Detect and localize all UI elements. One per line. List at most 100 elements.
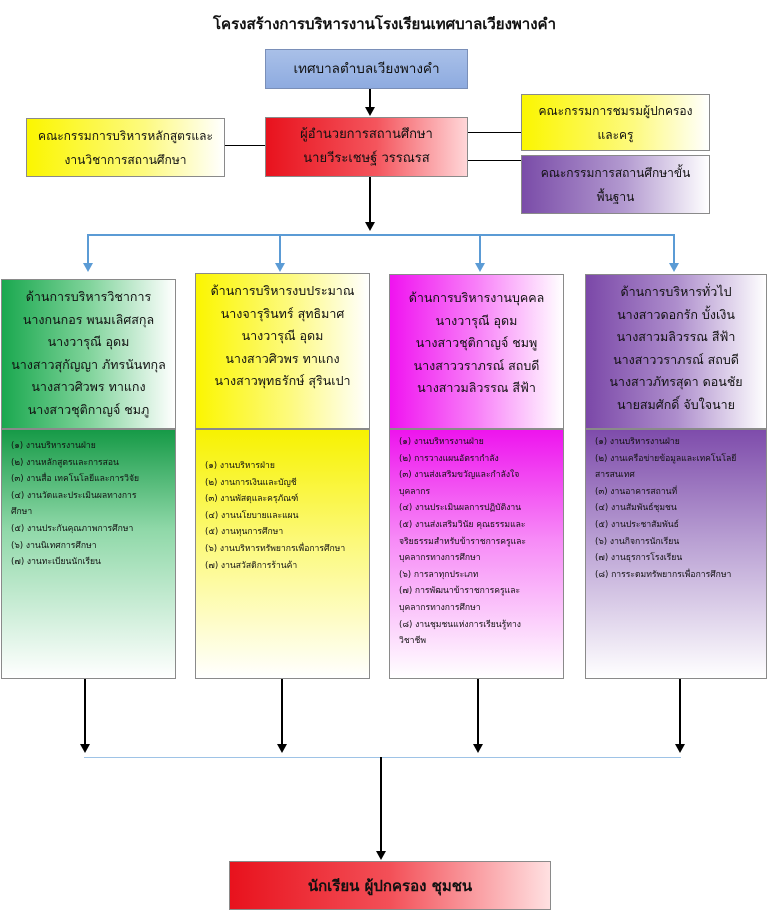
task-item: (๑) งานบริหารงานฝ่าย [595, 437, 680, 447]
dept-member: นางสาวมลิวรรณ สีฟ้า [616, 329, 736, 344]
dept-title: ด้านการบริหารงานบุคคล [408, 290, 545, 305]
task-item: (๕) งานประกันคุณภาพการศึกษา [11, 523, 134, 534]
dept-title: ด้านการบริหารทั่วไป [620, 284, 732, 299]
task-item: ศึกษา [11, 507, 33, 518]
arrow-down-icon [80, 744, 90, 753]
dept-member: นางสาวชุติกาญจ์ ชมพู [415, 335, 538, 350]
task-item: จริยธรรมสำหรับข้าราชการครูและ [399, 536, 527, 547]
director-name: นายวีระเชษฐ์ วรรณรส [303, 151, 430, 166]
task-item: (๓) งานพัสดุและครุภัณฑ์ [205, 494, 299, 505]
task-item: (๖) งานนิเทศการศึกษา [11, 540, 97, 551]
parents-committee-box: คณะกรรมการชมรมผู้ปกครอง และครู [521, 94, 710, 151]
dept-member: นางสาวมลิวรรณ สีฟ้า [417, 380, 536, 395]
task-item: (๓) งานอาคารสถานที่ [595, 486, 678, 497]
connector-line [468, 132, 521, 133]
budget-dept-tasks: (๑) งานบริหารฝ่าย (๒) งานการเงินและบัญชี… [195, 429, 370, 679]
arrow-down-icon [83, 263, 93, 272]
connector-line [679, 679, 681, 745]
task-item: (๖) การลาทุกประเภท [399, 569, 479, 580]
school-board-box: คณะกรรมการสถานศึกษาขั้น พื้นฐาน [521, 155, 710, 214]
distribution-line [87, 234, 675, 236]
task-item: (๔) งานวัดและประเมินผลทางการ [11, 490, 137, 501]
stakeholders-label: นักเรียน ผู้ปกครอง ชุมชน [307, 876, 473, 895]
director-box: ผู้อำนวยการสถานศึกษา นายวีระเชษฐ์ วรรณรส [265, 117, 468, 177]
task-item: (๗) งานสวัสดิการร้านค้า [205, 560, 298, 571]
personnel-dept-header: ด้านการบริหารงานบุคคล นางวารุณี อุดม นาง… [389, 274, 564, 429]
budget-dept-header: ด้านการบริหารงบประมาณ นางจารุรินทร์ สุทธ… [195, 273, 370, 429]
dept-member: นางวารุณี อุดม [241, 328, 324, 343]
arrow-down-icon [365, 222, 375, 231]
connector-line [673, 234, 675, 264]
task-item: (๒) งานหลักสูตรและการสอน [11, 457, 119, 468]
task-item: (๗) งานทะเบียนนักเรียน [11, 557, 101, 568]
stakeholders-box: นักเรียน ผู้ปกครอง ชุมชน [229, 861, 551, 910]
task-item: (๖) งานบริหารทรัพยากรเพื่อการศึกษา [205, 543, 346, 554]
task-item: บุคลากร [399, 486, 431, 497]
task-item: (๔) งานประเมินผลการปฏิบัติงาน [399, 503, 522, 514]
dept-member: นางสาววราภรณ์ สถบดี [413, 357, 540, 373]
task-item: (๗) งานธุรการโรงเรียน [595, 553, 683, 564]
dept-member: นางวารุณี อุดม [47, 334, 130, 349]
task-item: (๒) งานการเงินและบัญชี [205, 477, 297, 488]
curriculum-committee-line2: งานวิชาการสถานศึกษา [64, 152, 187, 167]
arrow-down-icon [669, 263, 679, 272]
task-item: (๔) งานสัมพันธ์ชุมชน [595, 503, 677, 514]
task-item: (๓) งานสื่อ เทคโนโลยีและการวิจัย [11, 474, 140, 485]
connector-line [369, 177, 371, 223]
task-item: วิชาชีพ [399, 636, 426, 647]
personnel-dept-tasks: (๑) งานบริหารงานฝ่าย (๒) การวางแผนอัตราก… [389, 429, 564, 679]
curriculum-committee-box: คณะกรรมการบริหารหลักสูตรและ งานวิชาการสถ… [26, 118, 225, 177]
academic-dept-header: ด้านการบริหารวิชาการ นางกนกอร พนมเลิศสกุ… [1, 279, 176, 429]
connector-line [468, 160, 521, 161]
connector-line [279, 234, 281, 264]
curriculum-committee-line1: คณะกรรมการบริหารหลักสูตรและ [38, 128, 213, 143]
task-item: (๑) งานบริหารงานฝ่าย [11, 441, 96, 451]
task-item: (๗) การพัฒนาข้าราชการครูและ [399, 586, 521, 597]
municipality-box: เทศบาลตำบลเวียงพางคำ [265, 49, 468, 89]
task-item: (๔) งานนโยบายและแผน [205, 510, 299, 521]
general-dept-tasks: (๑) งานบริหารงานฝ่าย (๒) งานเครือข่ายข้อ… [585, 429, 767, 679]
school-board-line2: พื้นฐาน [596, 189, 635, 204]
dept-member: นางสาวชุติกาญจ์ ชมภู [27, 401, 150, 417]
dept-member: นางสาวภัทรสุดา ดอนชัย [609, 374, 743, 389]
arrow-down-icon [376, 851, 386, 860]
connector-line [477, 679, 479, 745]
arrow-down-icon [675, 744, 685, 753]
task-item: (๖) งานกิจการนักเรียน [595, 536, 680, 547]
arrow-down-icon [277, 744, 287, 753]
dept-member: นางสาวดอกรัก บั้งเงิน [617, 306, 735, 322]
dept-member: นางสาวศิวพร ทาแกง [225, 350, 340, 366]
chart-title: โครงสร้างการบริหารงานโรงเรียนเทศบาลเวียง… [212, 15, 557, 33]
task-item: บุคลากรทางการศึกษา [399, 602, 481, 613]
task-item: (๘) งานชุมชนแห่งการเรียนรู้ทาง [399, 619, 521, 630]
task-item: (๕) งานประชาสัมพันธ์ [595, 519, 679, 530]
academic-dept-tasks: (๑) งานบริหารงานฝ่าย (๒) งานหลักสูตรและก… [1, 429, 176, 679]
director-role: ผู้อำนวยการสถานศึกษา [300, 127, 433, 142]
dept-member: นางจารุรินทร์ สุทธิมาศ [220, 305, 345, 321]
dept-member: นางสาวสุกัญญา ภัทรนันทกุล [11, 356, 166, 372]
task-item: (๕) งานส่งเสริมวินัย คุณธรรมและ [399, 519, 526, 530]
dept-member: นางวารุณี อุดม [435, 312, 518, 328]
dept-member: นางกนกอร พนมเลิศสกุล [22, 311, 155, 327]
dept-title: ด้านการบริหารวิชาการ [25, 289, 152, 304]
municipality-label: เทศบาลตำบลเวียงพางคำ [293, 61, 440, 77]
connector-line [87, 234, 89, 264]
task-item: (๑) งานบริหารงานฝ่าย [399, 437, 484, 447]
general-dept-header: ด้านการบริหารทั่วไป นางสาวดอกรัก บั้งเงิ… [585, 274, 767, 429]
connector-line [225, 145, 265, 146]
parents-committee-line1: คณะกรรมการชมรมผู้ปกครอง [538, 103, 693, 118]
connector-line [84, 679, 86, 745]
task-item: (๒) การวางแผนอัตรากำลัง [399, 453, 499, 464]
connector-line [281, 679, 283, 745]
task-item: (๘) การระดมทรัพยากรเพื่อการศึกษา [595, 569, 732, 580]
arrow-down-icon [365, 107, 375, 116]
arrow-down-icon [473, 744, 483, 753]
dept-member: นางสาวศิวพร ทาแกง [31, 379, 146, 394]
school-board-line1: คณะกรรมการสถานศึกษาขั้น [540, 165, 691, 180]
connector-line [369, 89, 371, 108]
collector-line [84, 757, 681, 758]
task-item: (๓) งานส่งเสริมขวัญและกำลังใจ [399, 470, 520, 481]
connector-line [479, 234, 481, 264]
task-item: สารสนเทศ [595, 470, 635, 481]
task-item: (๑) งานบริหารฝ่าย [205, 461, 275, 471]
